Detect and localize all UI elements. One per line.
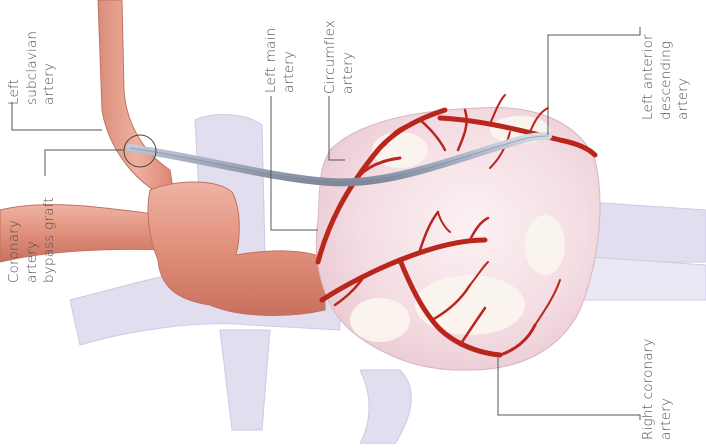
label-right-coronary-artery: Right coronary artery bbox=[640, 338, 675, 440]
label-circumflex-artery: Circumflex artery bbox=[322, 20, 357, 94]
left-subclavian-artery bbox=[98, 0, 175, 200]
label-coronary-artery-bypass-graft: Coronary artery bypass graft bbox=[6, 197, 59, 283]
label-left-subclavian-artery: Left subclavian artery bbox=[6, 31, 59, 105]
label-left-anterior-descending-artery: Left anterior descending artery bbox=[640, 34, 693, 120]
label-left-main-artery: Left main artery bbox=[263, 28, 298, 93]
